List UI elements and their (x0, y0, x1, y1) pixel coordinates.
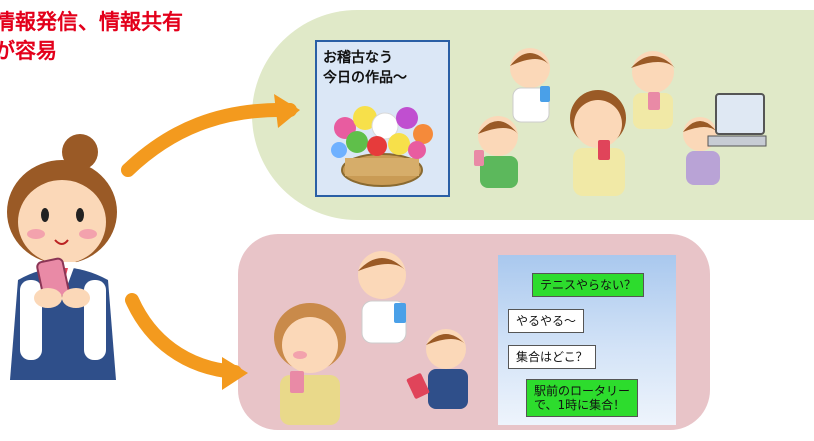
arrow-to-share-panel (121, 102, 297, 177)
post-card-line-2: 今日の作品～ (323, 70, 407, 86)
chat-message-2: やるやる～ (508, 309, 585, 333)
post-card: お稽古なう 今日の作品～ (315, 40, 450, 197)
headline-line-1: 情報発信、情報共有 (0, 10, 183, 34)
arrow-head-share (274, 94, 300, 128)
chat-message-1: テニスやらない？ (532, 273, 645, 297)
chat-message-3: 集合はどこ？ (508, 345, 596, 369)
friends-illustration (274, 251, 468, 425)
people-group-illustration (474, 48, 767, 196)
headline-line-2: が容易 (0, 39, 57, 63)
headline: 情報発信、情報共有 が容易 (0, 8, 183, 66)
flower-basket-image (331, 106, 433, 187)
chat-message-4: 駅前のロータリー で、1時に集合！ (526, 379, 639, 417)
woman-with-phone-illustration (7, 134, 117, 380)
arrow-head-chat (222, 357, 248, 390)
post-card-line-1: お稽古なう (323, 50, 393, 66)
chat-window: テニスやらない？ やるやる～ 集合はどこ？ 駅前のロータリー で、1時に集合！ (498, 255, 676, 425)
arrow-to-chat-panel (125, 293, 242, 379)
